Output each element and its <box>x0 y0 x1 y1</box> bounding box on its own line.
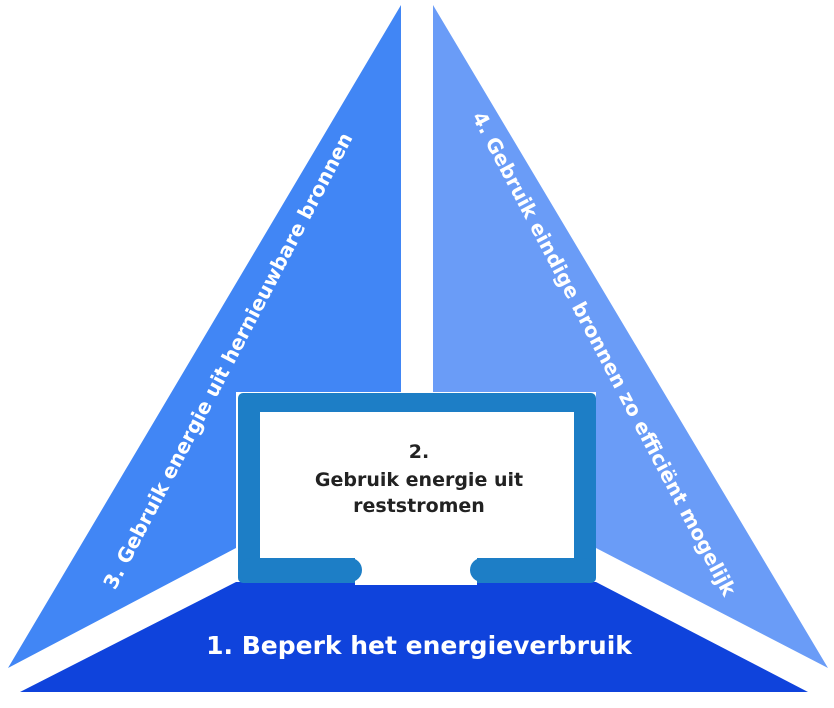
step1-label: 1. Beperk het energieverbruik <box>206 631 633 660</box>
step2-frame-left-end <box>238 558 362 582</box>
step4-segment <box>433 5 828 668</box>
step2-inner-box <box>260 412 574 558</box>
step2-line2: reststromen <box>353 495 485 517</box>
step2-line1: Gebruik energie uit <box>315 469 523 491</box>
step2-number: 2. <box>409 441 429 463</box>
step2-frame-opening <box>355 555 477 585</box>
step2-frame-right-end <box>470 558 596 582</box>
step1-segment <box>20 582 808 692</box>
step3-segment <box>8 5 401 668</box>
